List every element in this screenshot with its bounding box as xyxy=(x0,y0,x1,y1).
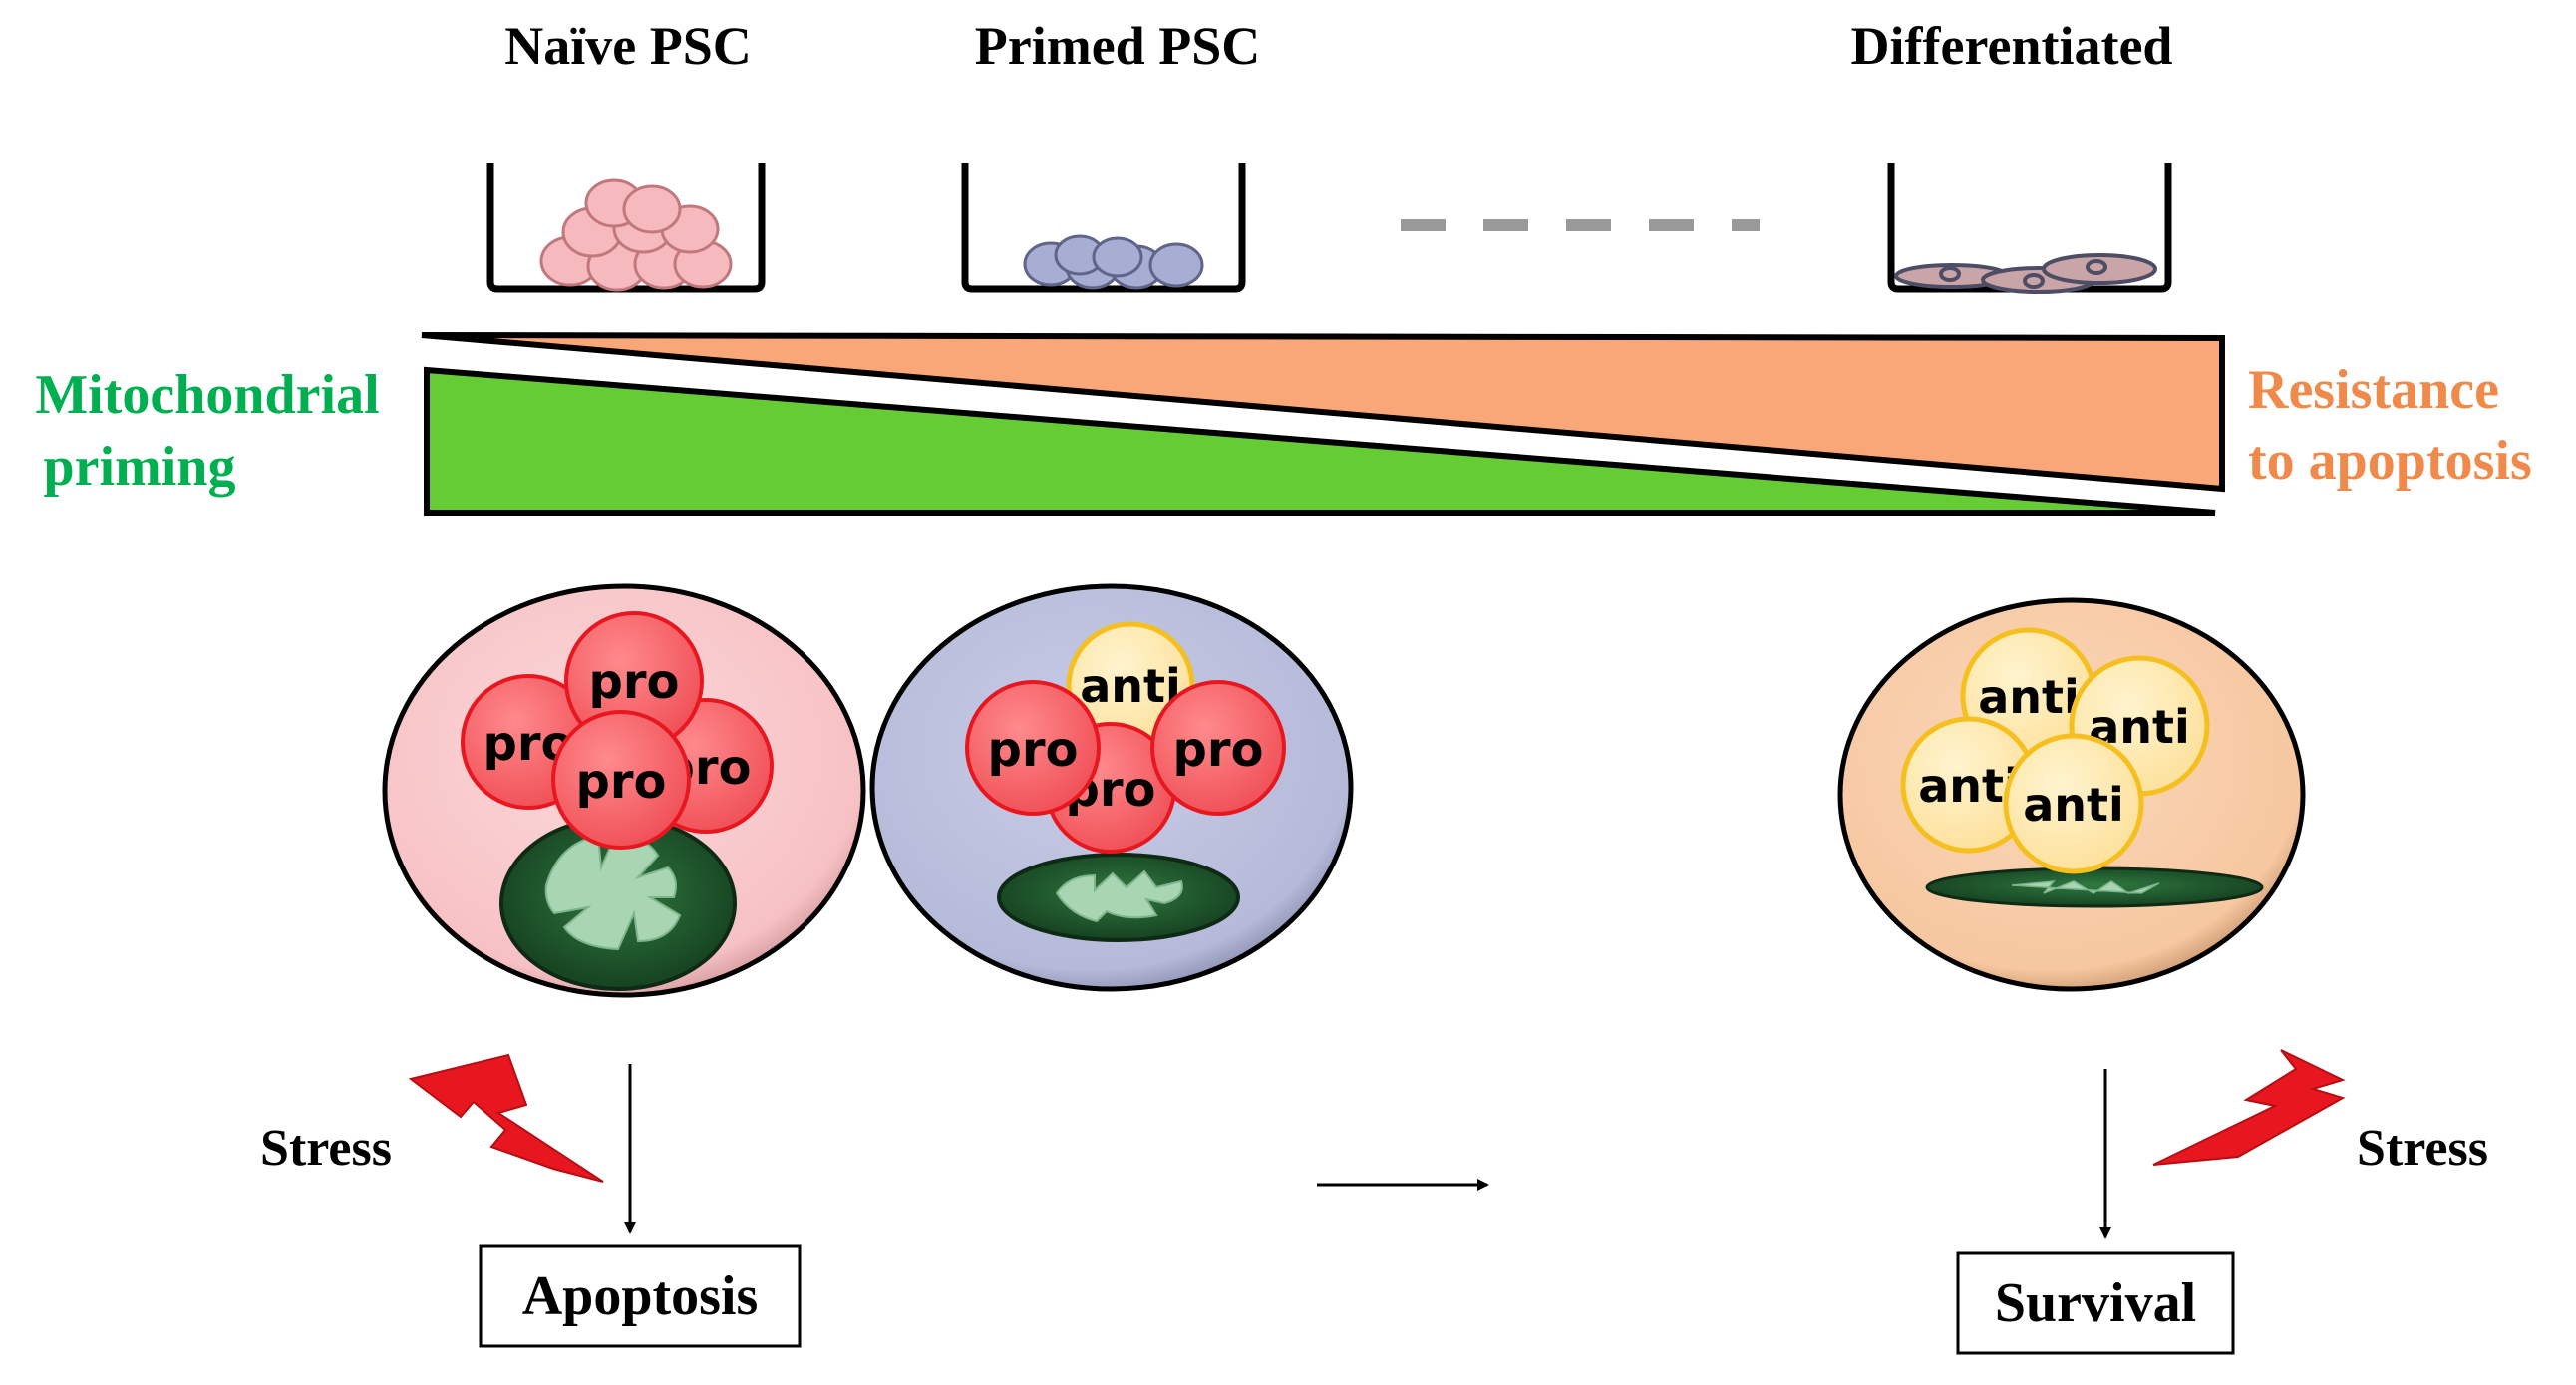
lightning-bolt-right-icon xyxy=(2152,1049,2346,1166)
mitochondrial-priming-label-line2: priming xyxy=(44,436,236,498)
resistance-label-line1: Resistance xyxy=(2248,359,2499,421)
apoptosis-label: Apoptosis xyxy=(522,1265,759,1327)
stage-title-naive: Naïve PSC xyxy=(504,16,751,76)
mitochondrial-priming-wedge xyxy=(424,366,2216,516)
differentiated-cell: anti anti anti anti xyxy=(1837,597,2306,992)
svg-text:anti: anti xyxy=(1918,759,2020,813)
svg-text:pro: pro xyxy=(588,654,679,710)
protein-pro-front: pro xyxy=(551,710,691,850)
lightning-bolt-left-icon xyxy=(408,1053,604,1183)
survival-label: Survival xyxy=(1995,1272,2196,1334)
protein-pro-primed-left: pro xyxy=(965,680,1101,816)
stage-title-differentiated: Differentiated xyxy=(1851,16,2173,76)
svg-text:pro: pro xyxy=(575,754,666,810)
mitochondrion-naive xyxy=(499,816,737,991)
mitochondrion-differentiated xyxy=(1925,866,2264,908)
protein-anti-diff-front: anti xyxy=(2003,733,2144,874)
apoptosis-box: Apoptosis xyxy=(479,1244,802,1348)
stress-label-left: Stress xyxy=(260,1120,392,1177)
culture-well-naive xyxy=(486,163,766,293)
resistance-to-apoptosis-wedge xyxy=(421,332,2225,493)
svg-text:pro: pro xyxy=(1172,722,1263,778)
culture-well-primed xyxy=(961,163,1246,293)
stage-title-primed: Primed PSC xyxy=(975,16,1260,76)
svg-text:anti: anti xyxy=(1978,670,2080,724)
mitochondrial-priming-label-line1: Mitochondrial xyxy=(35,364,379,426)
naive-cell-cluster xyxy=(539,178,733,292)
svg-text:anti: anti xyxy=(1080,659,1181,713)
stress-label-right: Stress xyxy=(2357,1120,2488,1177)
primed-cell: anti pro pro pro xyxy=(869,583,1354,992)
svg-text:pro: pro xyxy=(987,722,1078,778)
mitochondrion-primed xyxy=(997,853,1240,942)
svg-text:anti: anti xyxy=(2023,778,2124,832)
primed-cell-cluster xyxy=(1023,234,1204,290)
differentiated-cell-layer xyxy=(1894,253,2157,294)
survival-box: Survival xyxy=(1956,1251,2235,1355)
resistance-label-line2: to apoptosis xyxy=(2248,430,2532,492)
naive-cell: pro pro pro pro xyxy=(382,583,866,998)
protein-pro-primed-right: pro xyxy=(1150,680,1286,816)
culture-well-differentiated xyxy=(1887,163,2172,294)
